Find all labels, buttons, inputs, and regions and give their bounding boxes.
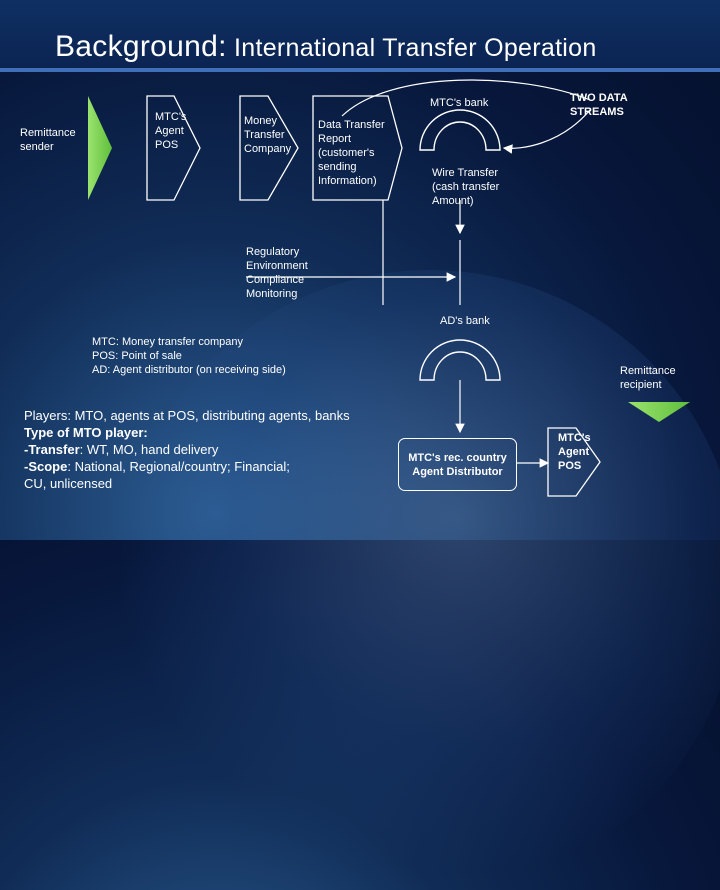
players-text: : MTO, agents at POS, distributing agent… <box>67 408 350 423</box>
agent-pos-chevron-icon <box>146 95 201 201</box>
wire-transfer-label: Wire Transfer (cash transfer Amount) <box>432 166 499 208</box>
mtc-line-1: Money <box>244 115 278 127</box>
mtc-line-3: Company <box>244 143 292 155</box>
streams-line-2: STREAMS <box>570 106 624 118</box>
title-bar <box>0 0 720 68</box>
wire-line-3: Amount) <box>432 195 474 207</box>
ad-bank-label: AD's bank <box>440 315 490 327</box>
reg-line-1: Regulatory <box>246 246 300 258</box>
recv-agent-pos-icon <box>547 427 601 497</box>
agent-line-1: MTC's <box>155 111 187 123</box>
players-label: Players <box>24 408 68 423</box>
data-transfer-report-label: Data Transfer Report (customer's sending… <box>318 118 385 188</box>
legend-ad: AD: Agent distributor (on receiving side… <box>92 364 286 376</box>
reg-line-3: Compliance <box>246 274 305 286</box>
remittance-sender-label: Remittance sender <box>20 126 76 154</box>
type-label: Type of MTO player: <box>24 425 148 440</box>
reg-line-2: Environment <box>246 260 308 272</box>
recv-agent-pos-label: MTC's Agent POS <box>558 431 591 473</box>
legend-mtc: MTC: Money transfer company <box>92 336 243 348</box>
two-data-streams-label: TWO DATA STREAMS <box>570 91 628 119</box>
arc-arrow-2 <box>502 109 591 154</box>
title-rule <box>0 68 720 72</box>
money-transfer-company-label: Money Transfer Company <box>244 114 291 156</box>
ad-bank-arch-icon <box>419 339 501 381</box>
recv-agent-line-2: Agent <box>558 446 590 458</box>
mtc-line-2: Transfer <box>244 129 285 141</box>
regulatory-label: Regulatory Environment Compliance Monito… <box>246 245 308 301</box>
reg-line-4: Monitoring <box>246 288 298 300</box>
dtr-line-5: Information) <box>318 175 377 187</box>
wire-line-1: Wire Transfer <box>432 167 499 179</box>
dtr-line-4: sending <box>318 161 357 173</box>
sender-line-1: Remittance <box>20 127 76 139</box>
recipient-chevron-icon <box>628 402 690 422</box>
dtr-line-2: Report <box>318 133 352 145</box>
type-line: Type of MTO player: <box>24 424 350 441</box>
recv-agent-line-1: MTC's <box>558 432 591 444</box>
rec-country-line-2: Agent Distributor <box>412 465 503 478</box>
transfer-text: : WT, MO, hand delivery <box>79 442 219 457</box>
scope-text: : National, Regional/country; Financial; <box>67 459 290 474</box>
mtc-chevron-icon <box>239 95 299 201</box>
sender-line-2: sender <box>20 141 54 153</box>
recipient-line-2: recipient <box>620 379 662 391</box>
transfer-line: -Transfer: WT, MO, hand delivery <box>24 441 350 458</box>
mtc-bank-label: MTC's bank <box>430 97 489 109</box>
title-sub: International Transfer Operation <box>226 34 597 62</box>
transfer-label: -Transfer <box>24 442 80 457</box>
sender-chevron-icon <box>88 96 112 200</box>
flow-diagram <box>88 79 690 497</box>
page-title: Background: International Transfer Opera… <box>55 30 597 64</box>
title-main: Background: <box>55 30 227 63</box>
rec-country-line-1: MTC's rec. country <box>408 451 507 464</box>
scope-line: -Scope: National, Regional/country; Fina… <box>24 458 350 475</box>
streams-line-1: TWO DATA <box>570 92 628 104</box>
recipient-line-1: Remittance <box>620 365 676 377</box>
dtr-line-3: (customer's <box>318 147 375 159</box>
recv-agent-line-3: POS <box>558 460 582 472</box>
scope-line-2: CU, unlicensed <box>24 476 113 491</box>
agent-line-3: POS <box>155 139 179 151</box>
agent-line-2: Agent <box>155 125 184 137</box>
dtr-line-1: Data Transfer <box>318 119 385 131</box>
mtc-rec-country-box: MTC's rec. country Agent Distributor <box>398 438 517 491</box>
wire-line-2: (cash transfer <box>432 181 500 193</box>
players-line: Players: MTO, agents at POS, distributin… <box>24 407 350 424</box>
legend: MTC: Money transfer company POS: Point o… <box>92 335 286 377</box>
arc-arrow <box>341 79 591 117</box>
scope-label: -Scope <box>24 459 68 474</box>
mtc-bank-arch-icon <box>419 109 501 151</box>
players-block: Players: MTO, agents at POS, distributin… <box>24 407 350 492</box>
remittance-recipient-label: Remittance recipient <box>620 364 676 392</box>
legend-pos: POS: Point of sale <box>92 350 182 362</box>
mtc-agent-pos-label: MTC's Agent POS <box>155 110 186 152</box>
